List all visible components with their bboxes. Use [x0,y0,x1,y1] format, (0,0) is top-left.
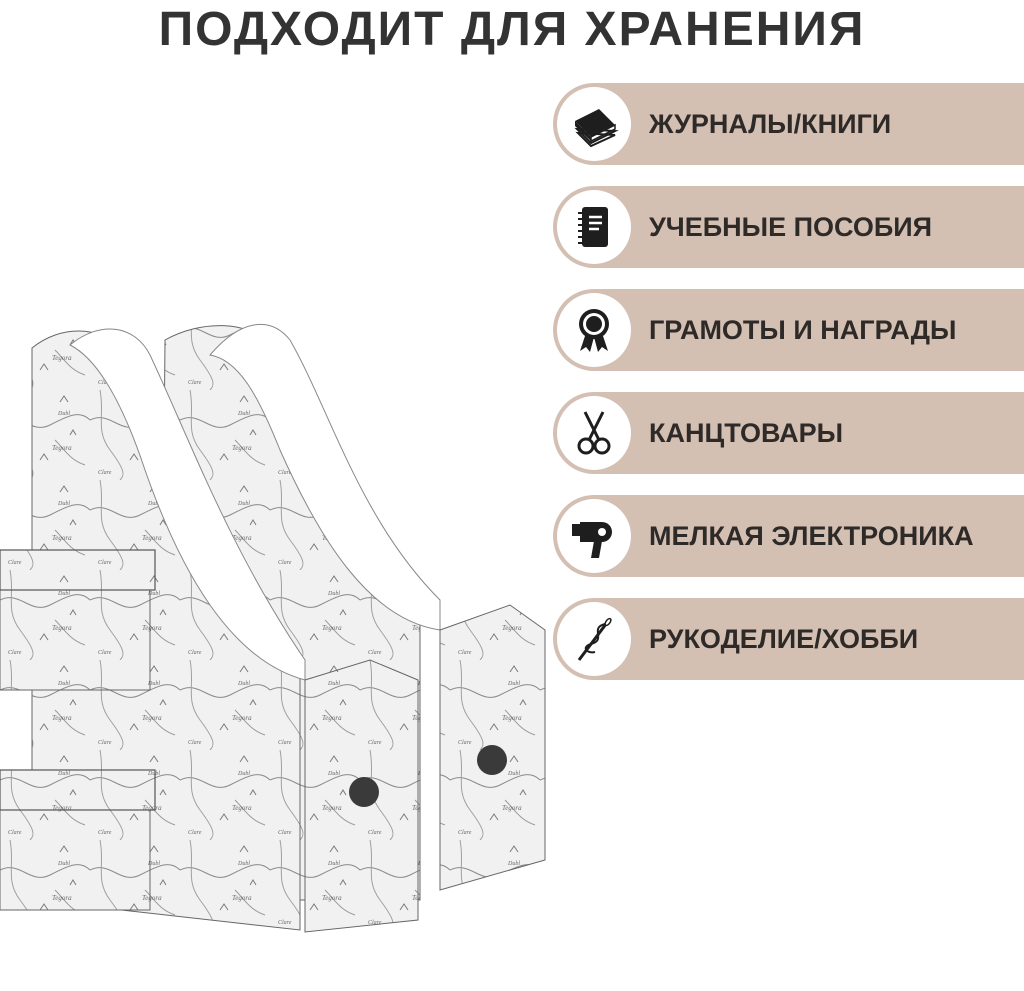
category-item-electronics: МЕЛКАЯ ЭЛЕКТРОНИКА [553,495,1024,577]
category-label: КАНЦТОВАРЫ [649,418,844,448]
category-label: РУКОДЕЛИЕ/ХОББИ [649,624,919,654]
category-item-textbooks: УЧЕБНЫЕ ПОСОБИЯ [553,186,1024,268]
hair-dryer-icon [557,499,631,573]
award-rosette-icon [557,293,631,367]
category-item-stationery: КАНЦТОВАРЫ [553,392,1024,474]
category-item-awards: ГРАМОТЫ И НАГРАДЫ [553,289,1024,371]
notebook-icon [557,190,631,264]
category-label: ГРАМОТЫ И НАГРАДЫ [649,315,957,345]
category-label: ЖУРНАЛЫ/КНИГИ [649,109,892,139]
category-item-magazines: ЖУРНАЛЫ/КНИГИ [553,83,1024,165]
scissors-icon [557,396,631,470]
needle-thread-icon [557,602,631,676]
book-stack-icon [557,87,631,161]
category-label: МЕЛКАЯ ЭЛЕКТРОНИКА [649,521,974,551]
category-label: УЧЕБНЫЕ ПОСОБИЯ [649,212,933,242]
page-title: ПОДХОДИТ ДЛЯ ХРАНЕНИЯ [158,3,866,56]
category-item-hobby: РУКОДЕЛИЕ/ХОББИ [553,598,1024,680]
product-photo-magazine-holders: Tegora Clare Dubl [0,300,560,991]
storage-categories-list: ЖУРНАЛЫ/КНИГИ УЧЕБНЫЕ ПОСОБИЯ [553,83,1024,701]
